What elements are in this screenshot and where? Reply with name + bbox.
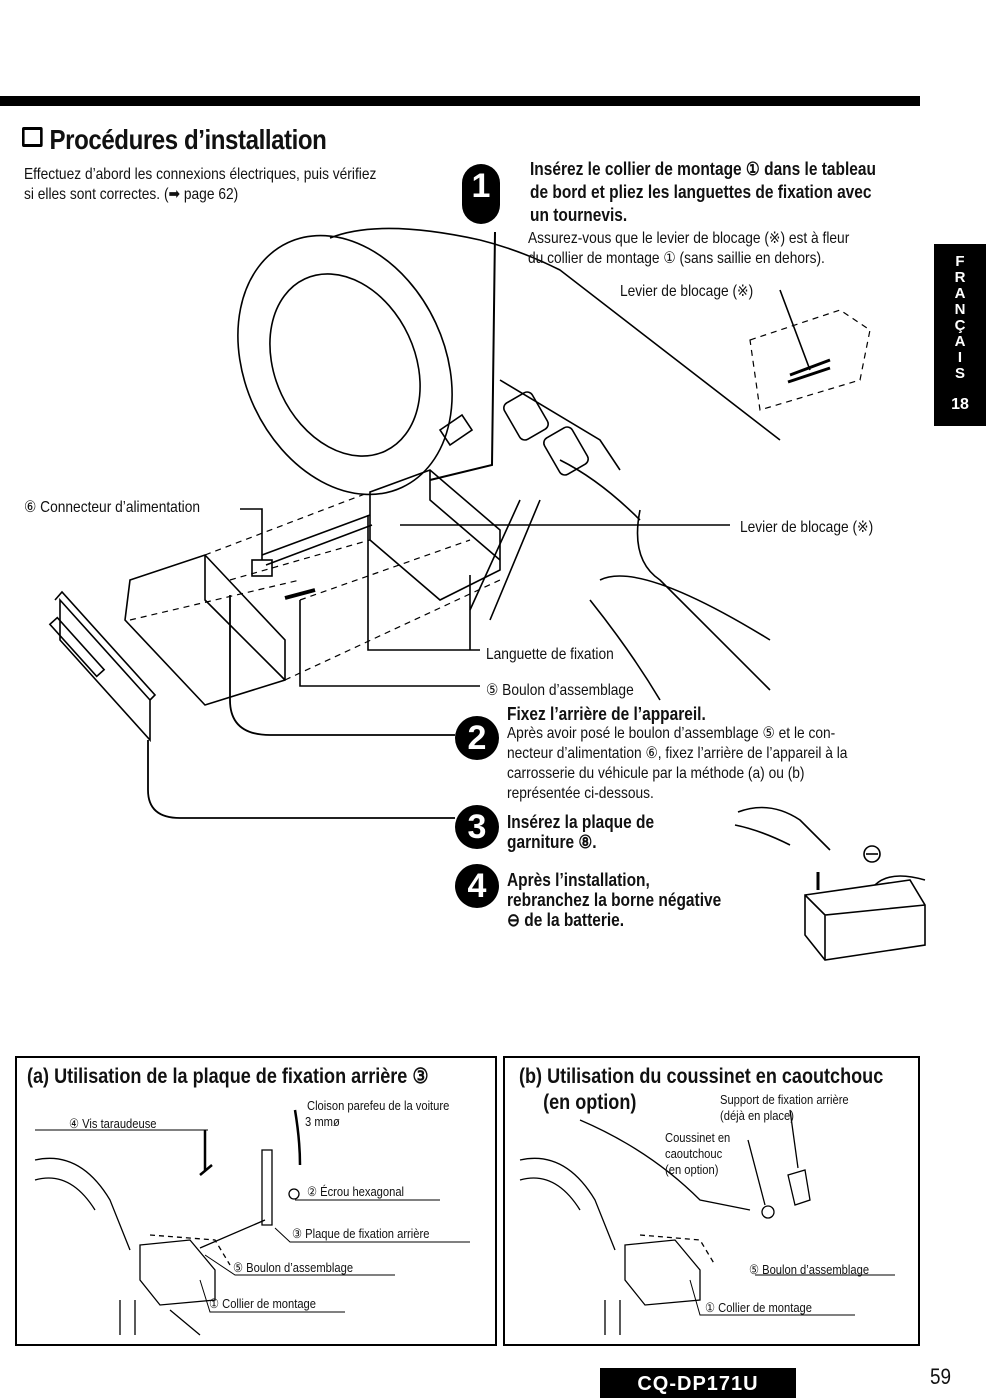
label-lever-right: Levier de blocage (※) [740, 519, 874, 536]
model-badge: CQ-DP171U [600, 1368, 796, 1398]
panel-b-title: (b) Utilisation du coussinet en caoutcho… [519, 1065, 884, 1114]
panel-method-b: (b) Utilisation du coussinet en caoutcho… [503, 1056, 920, 1346]
step-4-badge: 4 [455, 864, 499, 908]
panel-a-title: (a) Utilisation de la plaque de fixation… [27, 1065, 429, 1088]
steering-wheel-outline [237, 234, 453, 496]
label-sleeve-a: ① Collier de montage [209, 1296, 316, 1311]
label-nut: ② Écrou hexagonal [307, 1184, 405, 1199]
step-3-badge: 3 [455, 805, 499, 849]
label-diameter: 3 mmø [305, 1114, 340, 1129]
label-sleeve-b: ① Collier de montage [705, 1300, 812, 1315]
page-number: 59 [930, 1364, 952, 1389]
step-1-title: Insérez le collier de montage ① dans le … [530, 159, 876, 225]
trim-plate [54, 590, 157, 743]
battery [804, 879, 926, 961]
label-cushion: Coussinet en caoutchouc (en option) [665, 1130, 731, 1177]
page-title: Procédures d’installation [22, 124, 327, 156]
label-lever-top: Levier de blocage (※) [620, 283, 754, 300]
language-letters: F R A N Ç A I S [954, 253, 966, 382]
label-screw: ④ Vis taraudeuse [69, 1116, 157, 1131]
section-number: 18 [951, 396, 969, 413]
step-2-badge: 2 [455, 716, 499, 760]
label-support: Support de fixation arrière (déjà en pla… [720, 1092, 849, 1123]
label-firewall: Cloison parefeu de la voiture [307, 1098, 450, 1113]
intro-text: Effectuez d’abord les connexions électri… [24, 166, 377, 203]
top-rule [0, 96, 920, 106]
step-1-body: Assurez-vous que le levier de blocage (※… [528, 230, 850, 267]
step-1-badge: 1 [462, 164, 500, 224]
step-2-text: Fixez l’arrière de l’appareil. Après avo… [507, 704, 848, 802]
label-bolt-b: ⑤ Boulon d’assemblage [749, 1262, 870, 1277]
label-power-connector: ⑥ Connecteur d’alimentation [24, 499, 201, 516]
label-bolt-a: ⑤ Boulon d’assemblage [233, 1260, 354, 1275]
car-stereo-unit [369, 469, 501, 601]
label-tab: Languette de fixation [486, 646, 614, 663]
label-strap: ③ Plaque de fixation arrière [292, 1226, 430, 1241]
checkbox-bullet-icon [22, 127, 43, 147]
step-4-text: Après l’installation, rebranchez la born… [507, 870, 722, 930]
language-tab: F R A N Ç A I S 18 [934, 244, 986, 426]
step-3-text: Insérez la plaque de garniture ⑧. [507, 812, 655, 852]
panel-method-a: (a) Utilisation de la plaque de fixation… [15, 1056, 497, 1346]
label-bolt: ⑤ Boulon d’assemblage [486, 682, 634, 699]
